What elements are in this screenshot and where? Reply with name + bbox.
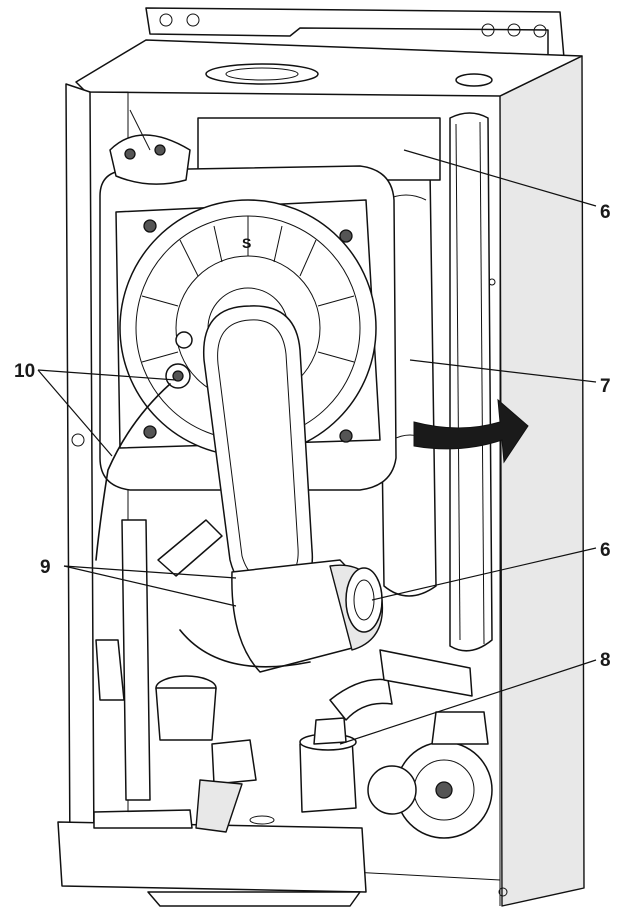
gas-pipework [95, 519, 473, 801]
oval-flue-duct [202, 305, 314, 598]
sensor-cluster [109, 109, 191, 185]
top-bracket [145, 7, 565, 63]
callout-label-8: 8 [600, 650, 611, 671]
fan-assembly [179, 559, 384, 673]
boiler-casing [65, 39, 585, 907]
ignition-electrode [95, 331, 193, 561]
gas-valve [299, 717, 357, 813]
svg-text:S: S [242, 235, 251, 251]
circulating-pump [367, 711, 493, 839]
callout-label-10: 10 [14, 361, 35, 382]
callout-label-7: 7 [600, 376, 611, 397]
base-tray [57, 779, 367, 907]
filter-valve [155, 675, 257, 785]
callout-label-6-top: 6 [600, 202, 611, 223]
rotation-arrow-icon [413, 398, 529, 464]
leader-lines [37, 149, 597, 745]
flue-spigot [205, 63, 493, 87]
expansion-vessel [449, 112, 493, 652]
callout-label-9: 9 [40, 557, 51, 578]
callout-label-6-mid: 6 [600, 540, 611, 561]
